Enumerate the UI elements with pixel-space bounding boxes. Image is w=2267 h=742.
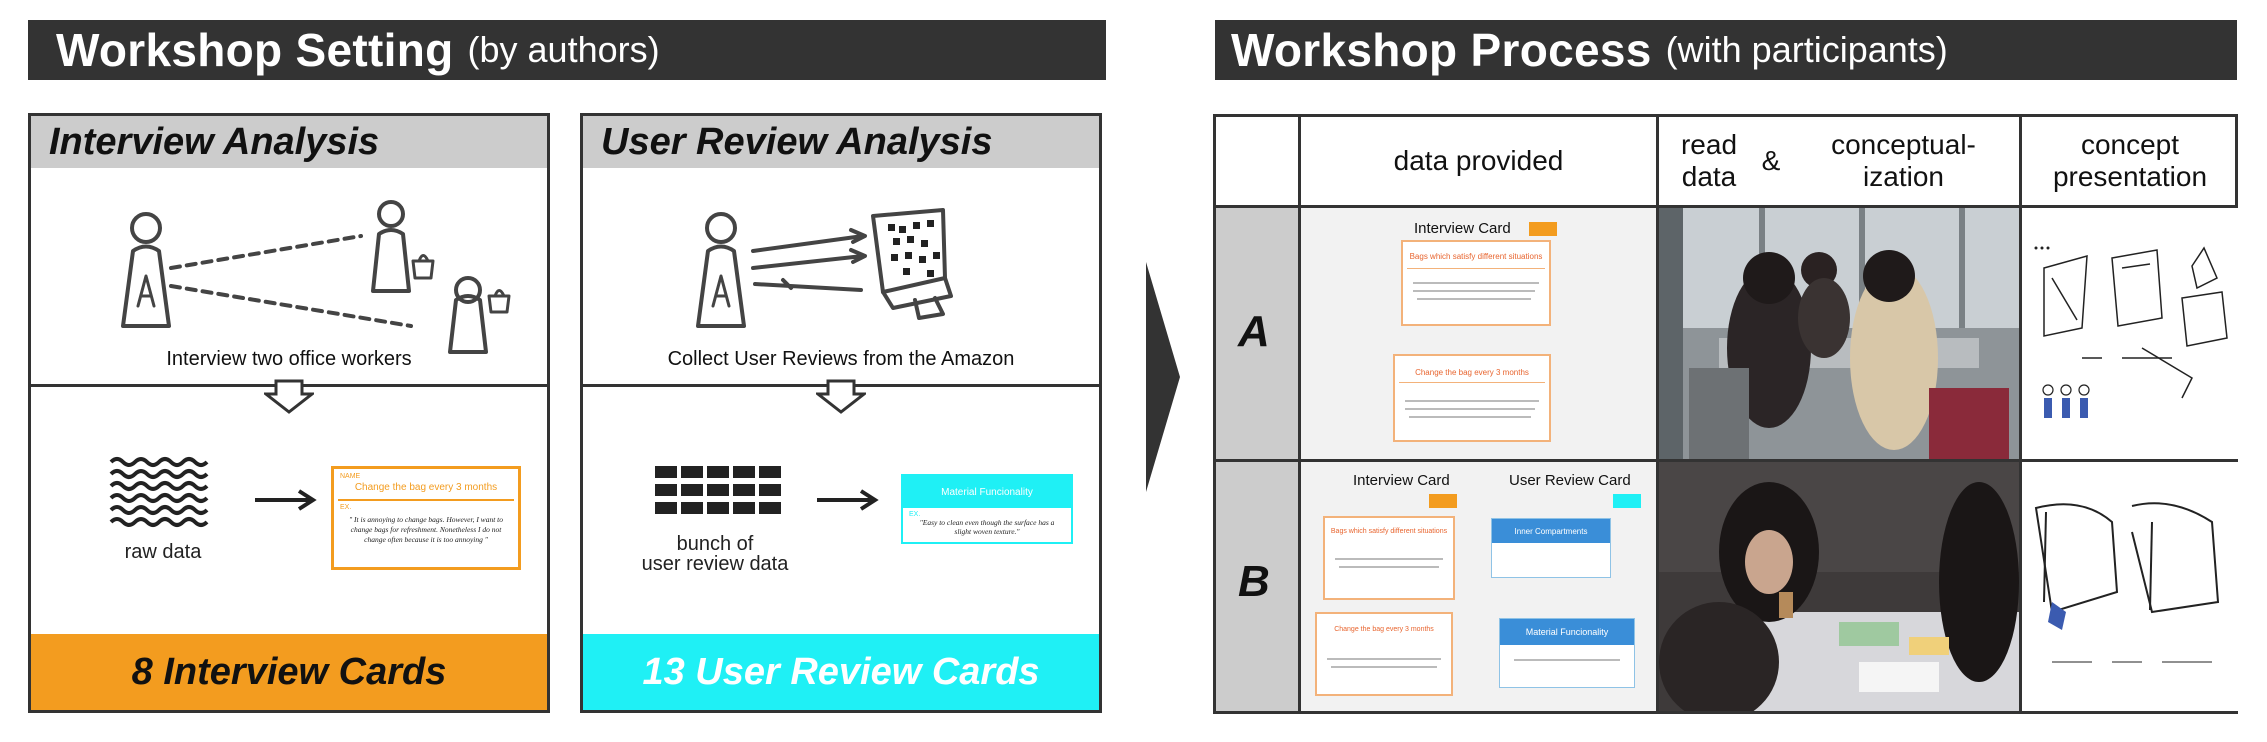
- down-arrow-icon: [264, 379, 314, 414]
- interview-cards-result: 8 Interview Cards: [31, 634, 547, 710]
- col-header-read-data: read data: [1680, 129, 1738, 192]
- row-a-data-photo: Interview Card Bags which satisfy differ…: [1301, 208, 1656, 459]
- bunch-label: bunch of user review data: [641, 533, 789, 575]
- setting-title: Workshop Setting: [56, 24, 454, 76]
- review-cards-result: 13 User Review Cards: [583, 634, 1099, 710]
- right-arrow-icon: [817, 489, 879, 511]
- process-subtitle: (with participants): [1665, 29, 1948, 70]
- interview-caption: Interview two office workers: [166, 348, 412, 370]
- col-header-amp: &: [1761, 145, 1781, 176]
- raw-data-label: raw data: [124, 541, 202, 563]
- row-b-concept-sketch: [2022, 462, 2238, 711]
- row-a-discussion-photo: [1659, 208, 2019, 459]
- col-header-data-provided: data provided: [1393, 145, 1564, 176]
- col-header-concept-presentation: concept presentation: [2052, 129, 2208, 192]
- interview-people-illustration: [121, 200, 511, 354]
- user-review-analysis-heading: User Review Analysis: [583, 116, 1099, 168]
- interview-analysis-heading: Interview Analysis: [31, 116, 547, 168]
- review-card-photo: Inner Compartments: [1491, 518, 1611, 578]
- card-quote: " It is annoying to change bags. However…: [349, 515, 503, 544]
- user-review-analysis-panel: User Review Analysis Collect User Review…: [580, 113, 1102, 713]
- raw-data-icon: [109, 457, 209, 527]
- chevron-right-icon: [1146, 262, 1180, 492]
- interview-analysis-panel: Interview Analysis Interview two office …: [28, 113, 550, 713]
- row-a-concept-sketch: [2022, 208, 2238, 459]
- interview-card-photo: Change the bag every 3 months: [1393, 354, 1551, 442]
- process-title: Workshop Process: [1231, 24, 1652, 76]
- row-label-a: A: [1238, 307, 1270, 356]
- review-collection-illustration: [696, 208, 953, 328]
- review-card-example: Material Funcionality EX. "Easy to clean…: [901, 474, 1073, 544]
- setting-title-bar: Workshop Setting (by authors): [28, 20, 1106, 80]
- interview-card-photo: Bags which satisfy different situations: [1323, 516, 1455, 600]
- row-label-b: B: [1238, 557, 1270, 606]
- right-arrow-icon: [255, 489, 317, 511]
- interview-card-example: NAME Change the bag every 3 months EX. "…: [331, 466, 521, 570]
- review-data-grid-icon: [655, 466, 781, 514]
- setting-subtitle: (by authors): [467, 29, 660, 70]
- row-b-data-photo: Interview Card User Review Card Bags whi…: [1301, 462, 1656, 711]
- card-title: Change the bag every 3 months: [354, 482, 498, 493]
- review-card-photo: Material Funcionality: [1499, 618, 1635, 688]
- interview-card-photo: Change the bag every 3 months: [1315, 612, 1453, 696]
- process-title-bar: Workshop Process (with participants): [1215, 20, 2237, 80]
- review-caption: Collect User Reviews from the Amazon: [667, 348, 1015, 370]
- down-arrow-icon: [816, 379, 866, 414]
- card-title: Material Funcionality: [903, 476, 1071, 508]
- process-grid: data provided read data & conceptual- iz…: [1213, 114, 2238, 714]
- row-b-discussion-photo: [1659, 462, 2019, 711]
- card-quote: "Easy to clean even though the surface h…: [919, 518, 1055, 536]
- col-header-conceptualization: conceptual- ization: [1831, 129, 1976, 192]
- interview-card-photo: Bags which satisfy different situations: [1401, 240, 1551, 326]
